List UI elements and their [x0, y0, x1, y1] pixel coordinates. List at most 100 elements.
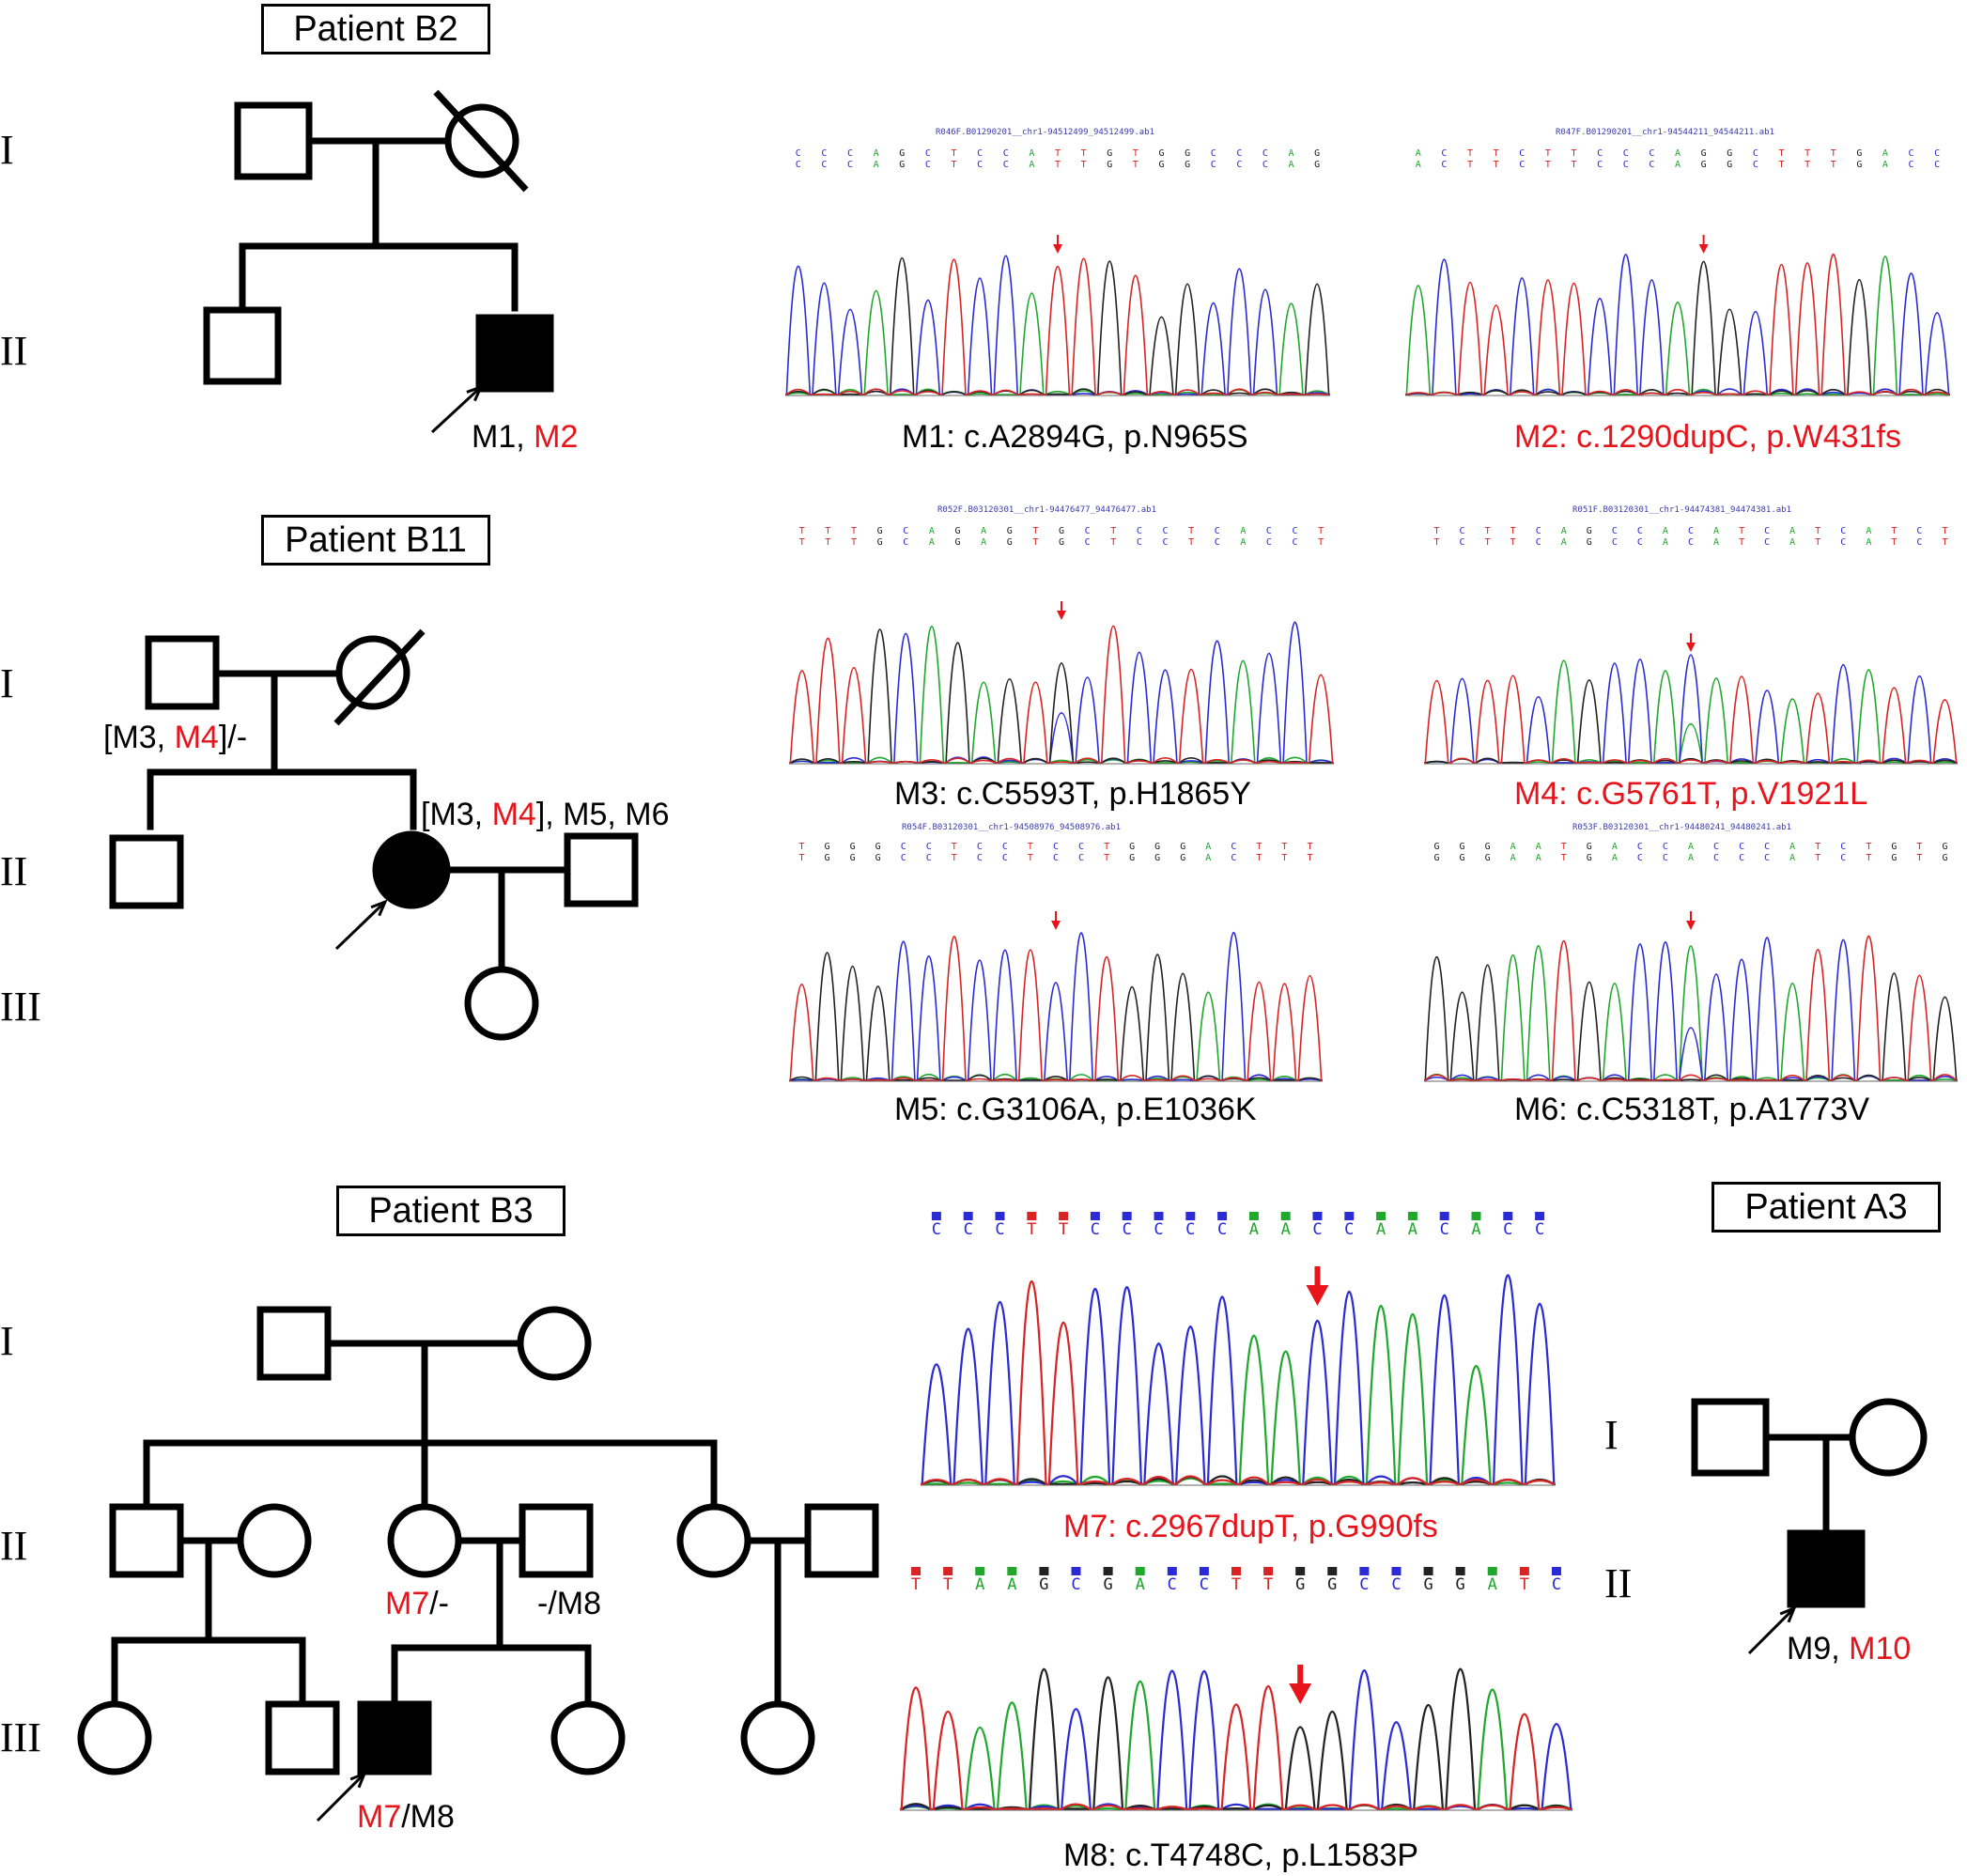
base-call: T	[1815, 537, 1820, 548]
base-call: C	[1623, 160, 1629, 170]
base-call: G	[1327, 1575, 1337, 1594]
quality-block	[1199, 1567, 1209, 1575]
base-call: C	[1519, 160, 1525, 170]
base-call: A	[1789, 853, 1795, 863]
base-call: A	[1688, 842, 1694, 852]
base-call: G	[1154, 853, 1160, 863]
base-call: C	[1764, 526, 1770, 536]
male-b3-ii4	[519, 1503, 594, 1578]
base-call: C	[1215, 526, 1220, 536]
base-call: A	[981, 526, 986, 536]
base-call: T	[1831, 148, 1836, 159]
quality-block	[1471, 1212, 1481, 1220]
base-call: A	[975, 1575, 984, 1594]
base-call: G	[1154, 842, 1160, 852]
base-call: C	[1934, 148, 1940, 159]
quality-block	[1263, 1567, 1274, 1575]
base-call: T	[799, 526, 805, 536]
quality-block	[1090, 1212, 1100, 1220]
variant-label-b2-proband: M1, M2	[472, 421, 578, 453]
base-call: G	[1485, 853, 1491, 863]
male-b11-ii3	[564, 832, 639, 907]
quality-block	[1359, 1567, 1370, 1575]
base-call: C	[1266, 537, 1272, 548]
base-call: T	[1188, 526, 1194, 536]
base-call: T	[799, 537, 805, 548]
base-call: G	[1158, 160, 1164, 170]
base-call: C	[903, 537, 908, 548]
proband-arrow-head	[349, 1771, 367, 1789]
base-call: C	[1162, 537, 1168, 548]
mutation-arrow-head	[1053, 244, 1062, 254]
base-call: T	[1467, 148, 1473, 159]
base-call: T	[1256, 853, 1262, 863]
base-call: C	[1764, 842, 1770, 852]
base-call: G	[1701, 160, 1707, 170]
base-call: G	[1180, 853, 1185, 863]
proband-arrow-head	[466, 384, 484, 402]
trace-T	[1424, 674, 1958, 764]
trace-C	[789, 932, 1323, 1081]
generation-label-b2-i: I	[0, 127, 14, 173]
base-call: A	[1675, 160, 1680, 170]
base-call: A	[1289, 160, 1294, 170]
quality-block	[1280, 1212, 1291, 1220]
proband-arrow	[1747, 1606, 1796, 1655]
quality-block	[1455, 1567, 1465, 1575]
mutation-arrow-head	[1306, 1285, 1329, 1306]
label-segment: M7	[357, 1799, 402, 1835]
base-call: T	[1256, 842, 1262, 852]
base-call: G	[1856, 148, 1862, 159]
base-call: G	[1107, 160, 1112, 170]
base-call: C	[1215, 537, 1220, 548]
caption-m5: M5: c.G3106A, p.E1036K	[894, 1092, 1257, 1127]
base-call: C	[1535, 1220, 1544, 1239]
base-call: A	[1240, 526, 1246, 536]
trace-G	[789, 628, 1334, 764]
base-call: G	[1295, 1575, 1305, 1594]
male-b3-ii1	[109, 1503, 184, 1578]
base-call: T	[1561, 853, 1567, 863]
base-call: G	[1587, 853, 1592, 863]
base-call: T	[1188, 537, 1194, 548]
base-call: T	[1815, 526, 1820, 536]
quality-block	[1407, 1212, 1417, 1220]
mutation-arrow-head	[1686, 643, 1696, 652]
base-call: G	[1891, 853, 1897, 863]
base-call: A	[1866, 537, 1871, 548]
base-call: G	[1007, 537, 1013, 548]
base-call: T	[1104, 853, 1109, 863]
base-call: C	[1091, 1220, 1100, 1239]
base-call: C	[1293, 537, 1298, 548]
base-call: A	[1612, 842, 1618, 852]
quality-block	[1503, 1212, 1513, 1220]
base-call: G	[877, 526, 883, 536]
base-call: C	[932, 1220, 941, 1239]
deceased-slash-b11	[333, 628, 426, 726]
base-call: G	[850, 842, 856, 852]
base-call: G	[1727, 160, 1732, 170]
base-call: A	[1289, 148, 1294, 159]
base-call: T	[1281, 853, 1287, 863]
base-call: G	[1701, 148, 1707, 159]
base-call: G	[1185, 148, 1190, 159]
base-call: C	[925, 148, 931, 159]
base-call: C	[926, 842, 932, 852]
base-call: C	[1649, 148, 1654, 159]
base-call: A	[1882, 160, 1888, 170]
base-call: A	[1471, 1220, 1480, 1239]
base-call: C	[1137, 526, 1142, 536]
base-call: C	[1211, 160, 1216, 170]
caption-m6: M6: c.C5318T, p.A1773V	[1514, 1092, 1870, 1127]
base-call: C	[995, 1220, 1004, 1239]
base-call: A	[1249, 1220, 1259, 1239]
pedigree-title-a3: Patient A3	[1711, 1182, 1941, 1233]
base-call: C	[977, 853, 983, 863]
base-call: T	[1739, 526, 1744, 536]
base-call: T	[1804, 160, 1810, 170]
base-call: G	[1059, 537, 1064, 548]
trace-C	[900, 1669, 1572, 1811]
pedigree-title-b2: Patient B2	[261, 4, 490, 54]
